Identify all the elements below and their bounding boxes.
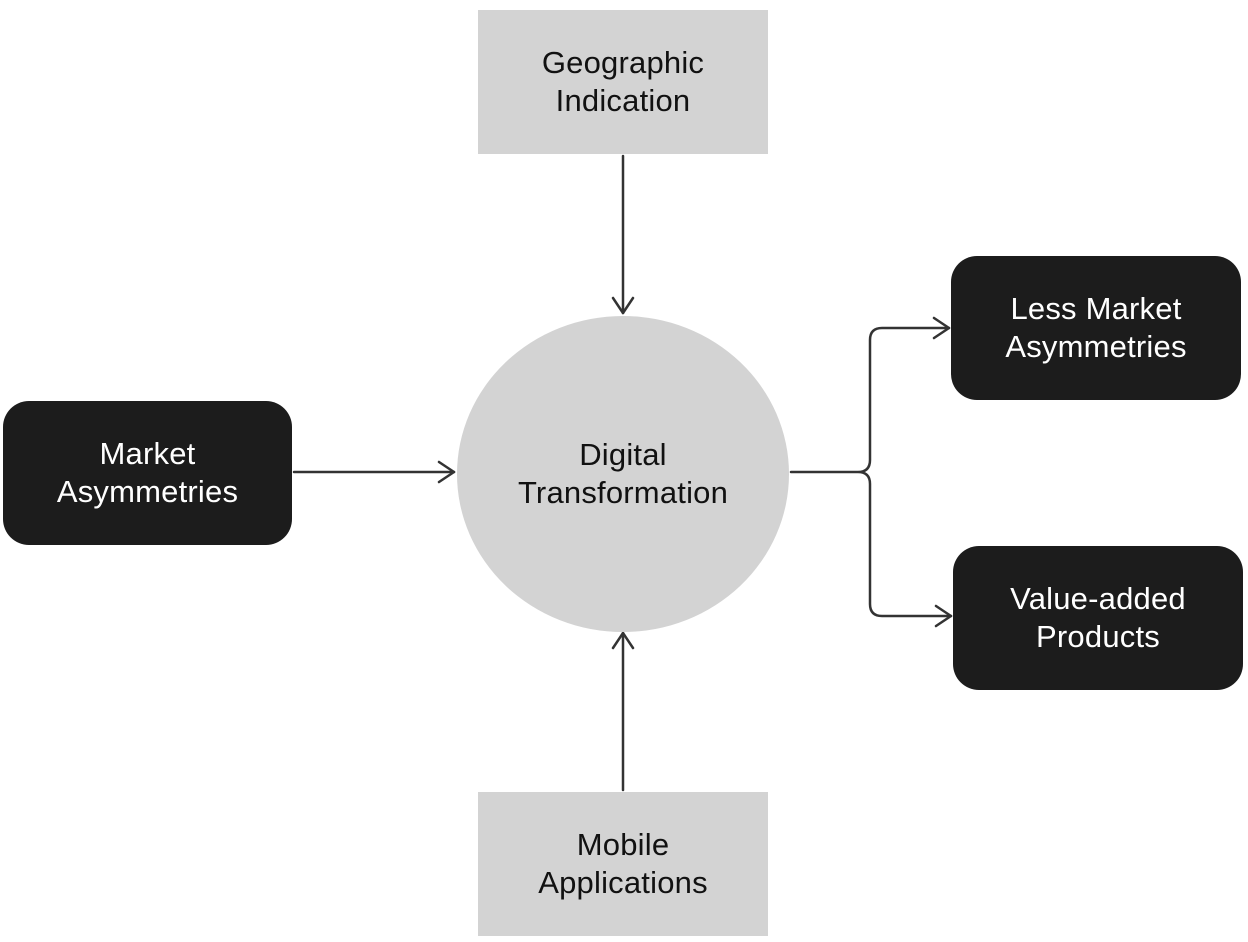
- value-added-products-node: Value-added Products: [953, 546, 1243, 690]
- less-market-asymmetries-label: Less Market Asymmetries: [1005, 291, 1187, 364]
- market-asymmetries-label: Market Asymmetries: [56, 436, 239, 509]
- market-asymmetries-node: Market Asymmetries: [3, 401, 292, 545]
- geographic-indication-node: Geographic Indication: [478, 10, 768, 154]
- less-market-asymmetries-node: Less Market Asymmetries: [951, 256, 1241, 400]
- arrowhead-value: [934, 604, 953, 628]
- value-added-products-label: Value-added Products: [1010, 581, 1186, 654]
- digital-transformation-node: Digital Transformation: [457, 316, 789, 632]
- geographic-indication-label: Geographic Indication: [541, 45, 705, 118]
- arrowhead-geo: [611, 296, 635, 315]
- arrowhead-mobile: [611, 631, 635, 650]
- mobile-applications-label: Mobile Applications: [538, 827, 708, 900]
- arrowhead-market: [437, 460, 456, 484]
- mobile-applications-node: Mobile Applications: [478, 792, 768, 936]
- digital-transformation-label: Digital Transformation: [517, 437, 729, 510]
- edge-center-to-outputs: [789, 326, 953, 618]
- arrowhead-less: [932, 316, 951, 340]
